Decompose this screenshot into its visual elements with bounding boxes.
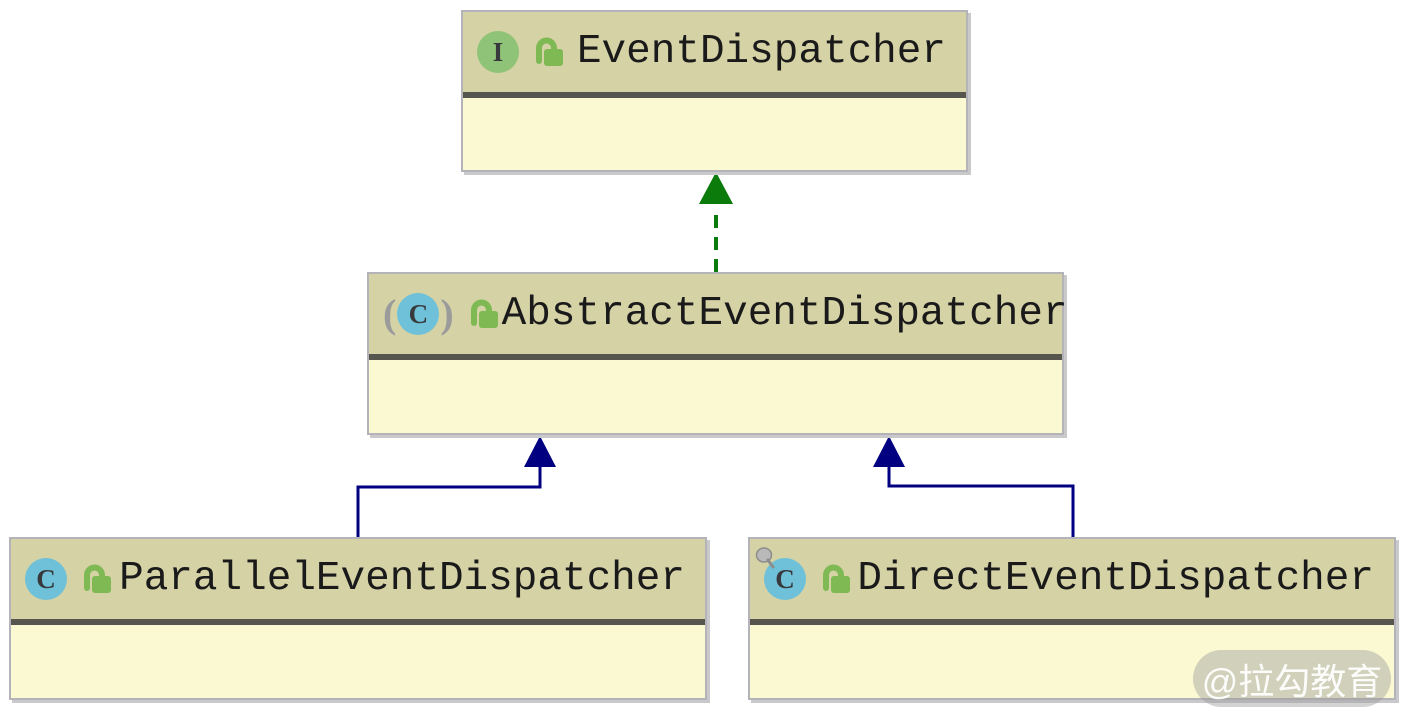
class-members-area xyxy=(750,625,1394,698)
abstract-paren-open: ( xyxy=(383,291,397,336)
header-separator xyxy=(11,619,705,625)
class-name: AbstractEventDispatcher xyxy=(501,291,1068,337)
class-icon: C xyxy=(397,293,440,335)
inheritance-arrow-line xyxy=(356,464,542,537)
icon-group: C xyxy=(25,558,115,600)
watermark-text: @拉勾教育 xyxy=(1201,660,1383,702)
icon-group: I xyxy=(477,31,567,73)
class-node-paralleleventdispatcher[interactable]: C ParallelEventDispatcher xyxy=(9,537,707,700)
header-separator xyxy=(369,354,1062,360)
abstract-class-icon: ( C ) xyxy=(383,293,454,335)
class-icon-letter: C xyxy=(775,563,795,594)
inheritance-arrow-direct-to-abstract xyxy=(873,436,1075,537)
realization-arrow-abstract-to-interface xyxy=(699,172,733,272)
inheritance-arrowhead xyxy=(873,436,905,467)
pin-icon xyxy=(754,546,782,581)
header-separator xyxy=(750,619,1394,625)
class-header: ( C ) AbstractEventDispatcher xyxy=(369,274,1068,354)
abstract-paren-close: ) xyxy=(440,291,454,336)
header-separator xyxy=(463,92,966,98)
public-lock-icon xyxy=(531,34,567,70)
class-icon: C xyxy=(755,547,806,600)
class-node-eventdispatcher[interactable]: I EventDispatcher xyxy=(461,10,968,172)
public-lock-icon xyxy=(818,561,854,597)
class-header: C ParallelEventDispatcher xyxy=(11,539,705,619)
class-name: EventDispatcher xyxy=(576,29,946,75)
class-icon-letter: C xyxy=(36,563,56,594)
class-node-directeventdispatcher[interactable]: C DirectEventDispatcher xyxy=(748,537,1396,700)
class-name: DirectEventDispatcher xyxy=(857,556,1374,602)
class-members-area xyxy=(369,360,1062,433)
public-lock-icon xyxy=(466,296,502,332)
icon-group: C xyxy=(755,547,854,600)
class-header: C DirectEventDispatcher xyxy=(750,539,1394,619)
public-lock-icon xyxy=(79,561,115,597)
inheritance-arrow-line xyxy=(887,464,1075,537)
inheritance-arrow-parallel-to-abstract xyxy=(356,436,556,537)
realization-arrowhead xyxy=(699,172,733,204)
inheritance-arrowhead xyxy=(524,436,556,467)
class-icon: C xyxy=(25,558,67,600)
class-members-area xyxy=(463,98,966,170)
watermark-badge: @拉勾教育 xyxy=(1193,650,1391,707)
interface-icon-letter: I xyxy=(492,36,504,67)
icon-group: ( C ) xyxy=(383,293,502,335)
class-header: I EventDispatcher xyxy=(463,12,966,92)
class-icon-letter: C xyxy=(408,298,429,329)
class-node-abstracteventdispatcher[interactable]: ( C ) AbstractEventDispatcher xyxy=(367,272,1068,435)
interface-icon: I xyxy=(477,31,519,73)
class-name: ParallelEventDispatcher xyxy=(119,556,685,602)
class-members-area xyxy=(11,625,705,698)
